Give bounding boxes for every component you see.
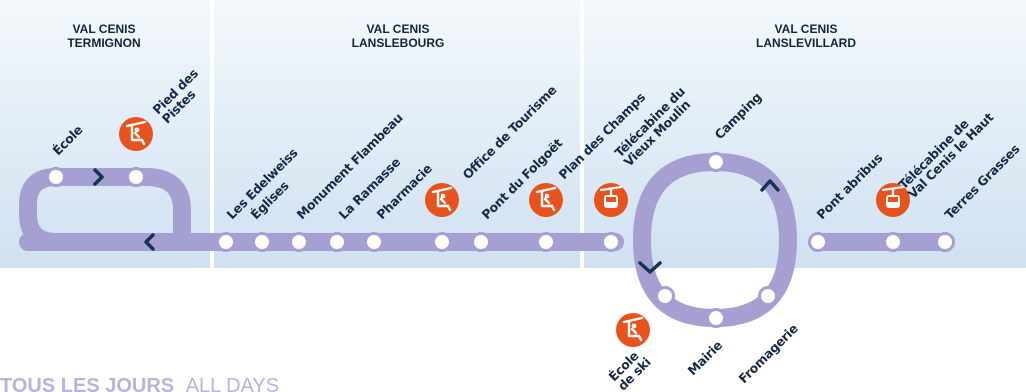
zone-title-lanslebourg-line2: LANSLEBOURG: [352, 36, 445, 50]
stop-les-edelweiss: [216, 232, 236, 252]
direction-arrows: [93, 168, 780, 274]
zone-title-lanslevillard-line2: LANSLEVILLARD: [756, 36, 856, 50]
stop-ecole-de-ski: [655, 286, 675, 306]
stop-ecole: [46, 167, 66, 187]
stop-pied-des-pistes: [126, 167, 146, 187]
arrow-down-icon: [638, 261, 662, 274]
stop-label-ecole-de-ski: Écolede ski: [606, 345, 654, 392]
zone-title-termignon-line1: VAL CENIS: [73, 22, 136, 36]
gondola-icon: [876, 183, 910, 217]
stop-eglises: [252, 232, 272, 252]
stop-pont-du-folgoet: [471, 232, 491, 252]
stop-telecabine-de-val-cenis-le-haut: [883, 232, 903, 252]
footer-schedule: TOUS LES JOURS ALL DAYS: [0, 375, 279, 392]
zone-title-lanslebourg-line1: VAL CENIS: [367, 22, 430, 36]
footer-sub: ALL DAYS: [186, 375, 279, 392]
chairlift-icon: [119, 117, 153, 151]
stop-label-fromagerie: Fromagerie: [736, 321, 801, 386]
stop-camping: [706, 152, 726, 172]
stop-mairie: [706, 308, 726, 328]
stop-label-line: Fromagerie: [736, 321, 801, 386]
chairlift-icon: [616, 313, 650, 347]
footer-main: TOUS LES JOURS: [0, 375, 174, 392]
zone-title-lanslevillard-line1: VAL CENIS: [775, 22, 838, 36]
arrow-right-icon: [93, 168, 104, 186]
stop-terres-grasses: [935, 232, 955, 252]
chairlift-icon: [425, 183, 459, 217]
stop-label-line: Mairie: [685, 338, 726, 379]
stops: [46, 152, 955, 328]
arrow-left-icon: [144, 233, 155, 251]
lift-badges: [119, 117, 910, 347]
zones: [0, 0, 1026, 268]
zone-title-termignon-line2: TERMIGNON: [67, 36, 140, 50]
stop-fromagerie: [758, 286, 778, 306]
zone-lanslebourg: [214, 0, 580, 268]
chairlift-icon: [529, 183, 563, 217]
stop-la-ramasse: [327, 232, 347, 252]
stop-label-mairie: Mairie: [685, 338, 726, 379]
stop-pharmacie: [364, 232, 384, 252]
zone-lanslevillard: [584, 0, 1026, 268]
stop-telecabine-du-vieux-moulin: [601, 232, 621, 252]
gondola-icon: [594, 183, 628, 217]
stop-pont-abribus: [808, 232, 828, 252]
stop-monument-flambeau: [289, 232, 309, 252]
arrow-up-icon: [760, 179, 780, 192]
stop-office-de-tourisme: [432, 232, 452, 252]
stop-plan-des-champs: [536, 232, 556, 252]
